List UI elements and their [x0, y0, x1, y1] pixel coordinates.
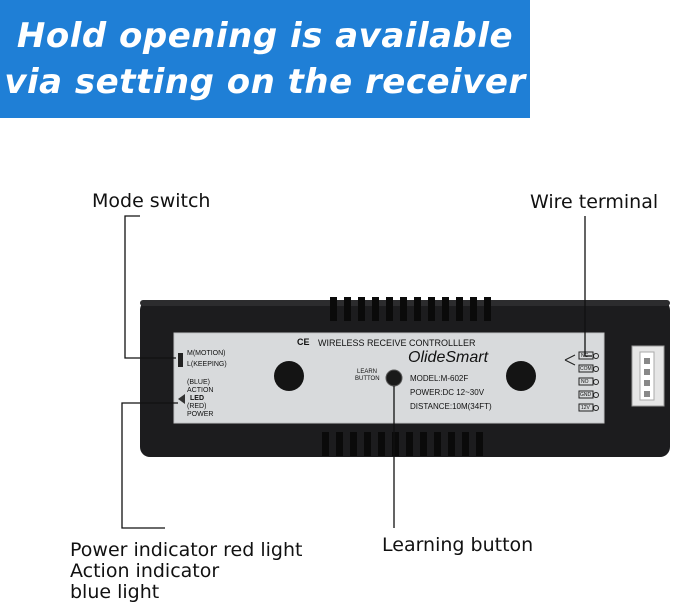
banner-line-2: via setting on the receiver [4, 62, 526, 102]
title-banner: Hold opening is available via setting on… [0, 0, 530, 118]
ce-mark: CE [297, 337, 310, 347]
led-power-label: POWER [187, 411, 214, 418]
learn-button[interactable] [385, 369, 403, 387]
mode-switch-leader [124, 215, 176, 359]
led-blue-label: (BLUE) [187, 379, 210, 386]
terminal-label-com: COM [580, 366, 592, 372]
mode-switch[interactable] [178, 353, 183, 367]
terminal-label-nc: NC [581, 353, 589, 359]
top-vent-grille [330, 297, 491, 321]
mode-switch-callout: Mode switch [92, 190, 211, 212]
led-label: LED [190, 395, 204, 402]
power-indicator-callout-line3: blue light [70, 581, 160, 603]
learn-label-1: LEARN [357, 369, 378, 375]
terminal-label-gnd: GND [580, 392, 592, 398]
wire-terminal-callout: Wire terminal [530, 191, 659, 213]
product-title: WIRELESS RECEIVE CONTROLLLER [318, 338, 476, 348]
mode-l-label: L(KEEPING) [187, 361, 227, 368]
terminal-label-no: NO [581, 379, 589, 385]
brand-logo-text: OlideSmart [408, 349, 489, 366]
led-action-label: ACTION [187, 387, 214, 394]
wire-terminal-leader [584, 216, 592, 357]
banner-line-1: Hold opening is available [16, 16, 514, 56]
callout-leader-lines [121, 215, 592, 529]
terminal-label-12v: 12V [581, 405, 590, 411]
led-red-label: (RED) [187, 403, 207, 410]
led-indicator-icon [178, 394, 185, 404]
learning-button-callout: Learning button [382, 534, 534, 556]
terminal-symbols [564, 351, 599, 412]
distance-text: DISTANCE:10M(34FT) [410, 402, 492, 411]
mode-m-label: M(MOTION) [187, 350, 226, 357]
bottom-vent-grille [322, 432, 483, 456]
mounting-hole-right [506, 361, 536, 391]
power-indicator-callout-line2: Action indicator [70, 560, 220, 582]
model-text: MODEL:M-602F [410, 374, 469, 383]
power-indicator-callout-line1: Power indicator red light [70, 539, 303, 561]
power-text: POWER:DC 12~30V [410, 388, 485, 397]
led-indicator-leader [121, 402, 178, 529]
mounting-hole-left [274, 361, 304, 391]
learn-label-2: BUTTON [355, 376, 380, 382]
